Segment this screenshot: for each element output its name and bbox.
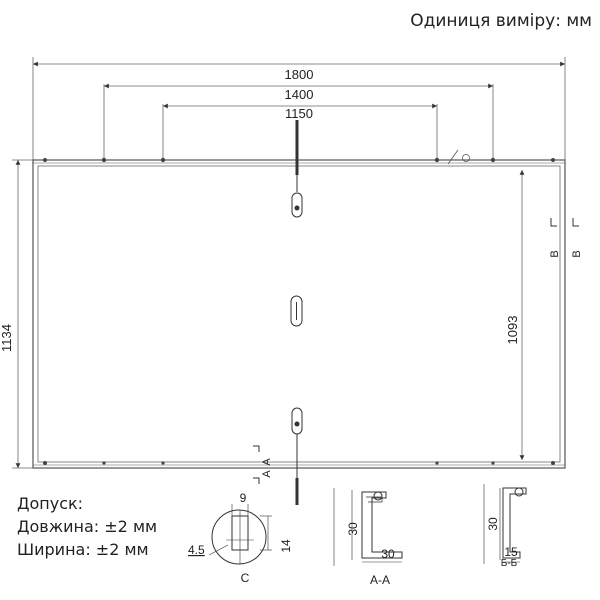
section-aa-profile [333,488,403,566]
tolerance-title: Допуск: [17,494,84,513]
detail-c [208,504,272,565]
section-aa-width-label: 30 [381,547,395,561]
section-b-label: B [549,250,561,257]
section-bb-width-label: 15 [504,545,518,559]
junction-box [290,295,303,327]
section-b-label-2: B [571,250,583,257]
view-bb-label: Б-Б [501,558,518,569]
tolerance-width: Ширина: ±2 мм [17,540,149,559]
panel-frame [32,159,566,469]
section-a-label-2: A [261,458,273,466]
dimension-mount-span-inner-label: 1150 [285,106,313,121]
section-aa-height-label: 30 [346,522,360,536]
section-a-label: A [261,470,273,478]
mounting-holes [43,157,555,465]
section-bb-profile [483,484,527,564]
view-c-label: C [241,571,250,585]
detail-c-right-label: 14 [279,539,293,553]
section-bb-height-label: 30 [486,517,500,531]
tolerance-length: Довжина: ±2 мм [17,517,158,536]
detail-c-top-label: 9 [240,491,247,505]
connector-top [291,192,303,218]
detail-c-left-label: 4.5 [188,543,205,557]
dimension-overall-length-label: 1800 [285,67,314,82]
detail-c-marker [447,149,470,165]
dimension-mount-span-inner [162,103,438,160]
units-label: Одиниця виміру: мм [410,11,592,31]
dimension-inner-width-label: 1093 [505,316,520,345]
section-marker-b [550,218,579,227]
dimension-overall-width-label: 1134 [0,324,14,352]
dimension-overall-width [12,159,40,469]
section-marker-a [253,445,260,484]
connector-bottom [291,407,303,435]
dimension-overall-length [32,57,566,160]
view-aa-label: A-A [370,573,390,587]
dimension-mount-span-outer-label: 1400 [285,87,314,102]
dimension-mount-span-outer [103,83,494,160]
